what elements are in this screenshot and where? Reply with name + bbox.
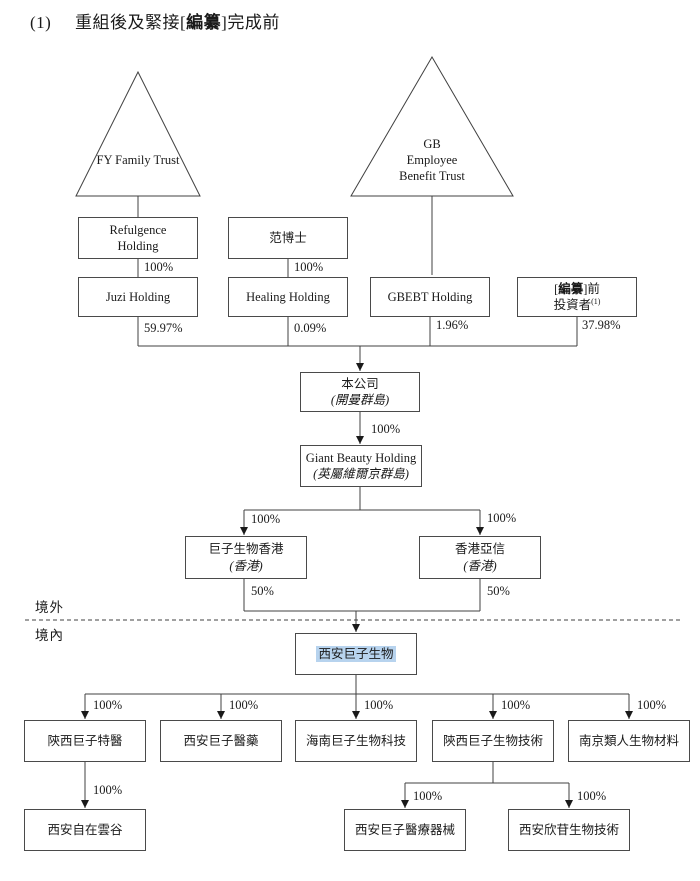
node-shaanxi-juzi-biotech: 陝西巨子生物技術: [432, 720, 554, 762]
pct-teyi-yungu: 100%: [93, 783, 123, 797]
node-hk-yaxin: 香港亞信 (香港): [419, 536, 541, 579]
node-juzi-holding: Juzi Holding: [78, 277, 198, 317]
node-the-company: 本公司 (開曼群島): [300, 372, 420, 412]
pct-sub-hainan: 100%: [364, 698, 394, 712]
node-refulgence-holding: Refulgence Holding: [78, 217, 198, 259]
pct-sub-yiyao: 100%: [229, 698, 259, 712]
pct-healing-holding: 0.09%: [294, 321, 327, 335]
node-pre-investors: [編纂]前 投資者(1): [517, 277, 637, 317]
pct-giant-hkyaxin: 100%: [487, 511, 517, 525]
node-juzi-biotech-hk: 巨子生物香港 (香港): [185, 536, 307, 579]
redacted-tag: 編纂: [558, 281, 584, 296]
region-label-onshore: 境內: [35, 628, 64, 643]
region-label-offshore: 境外: [35, 600, 64, 615]
pct-tech-xingan: 100%: [577, 789, 607, 803]
node-hainan-juzi-biotech: 海南巨子生物科技: [295, 720, 417, 762]
pct-juzi-holding: 59.97%: [144, 321, 183, 335]
node-gb-employee-benefit-trust: GB Employee Benefit Trust: [399, 137, 465, 183]
pct-sub-tech: 100%: [501, 698, 531, 712]
node-xian-juzi-biotech: 西安巨子生物: [295, 633, 417, 675]
highlighted-text: 西安巨子生物: [316, 645, 396, 663]
pct-refulgence-juzi: 100%: [144, 260, 174, 274]
node-xian-zizai-yungu: 西安自在雲谷: [24, 809, 146, 851]
fy-trust-triangle: [75, 70, 201, 197]
pct-gbebt-holding: 1.96%: [436, 318, 469, 332]
redacted-tag: 編纂: [186, 13, 222, 32]
node-xian-juzi-medical-devices: 西安巨子醫療器械: [344, 809, 466, 851]
footnote-marker: (1): [591, 296, 601, 306]
node-xian-xingan-biotech: 西安欣苷生物技術: [508, 809, 630, 851]
node-healing-holding: Healing Holding: [228, 277, 348, 317]
node-dr-fan: 范博士: [228, 217, 348, 259]
pct-company-giant: 100%: [371, 422, 401, 436]
node-fy-family-trust: FY Family Trust: [96, 153, 180, 167]
node-xian-juzi-pharma: 西安巨子醫藥: [160, 720, 282, 762]
node-nanjing-leiren-biomaterial: 南京類人生物材料: [568, 720, 690, 762]
node-shaanxi-juzi-teyi: 陝西巨子特醫: [24, 720, 146, 762]
pct-pre-investors: 37.98%: [582, 318, 621, 332]
pct-sub-nanjing: 100%: [637, 698, 667, 712]
section-number: (1): [30, 13, 52, 32]
node-giant-beauty-holding: Giant Beauty Holding (英屬維爾京群島): [300, 445, 422, 487]
pct-fan-healing: 100%: [294, 260, 324, 274]
pct-tech-medical: 100%: [413, 789, 443, 803]
section-heading: (1)重組後及緊接[編纂]完成前: [30, 13, 280, 32]
pct-juzihk-xian: 50%: [251, 584, 274, 598]
node-gbebt-holding: GBEBT Holding: [370, 277, 490, 317]
pct-giant-juzihk: 100%: [251, 512, 281, 526]
pct-hkyaxin-xian: 50%: [487, 584, 510, 598]
pct-sub-teyi: 100%: [93, 698, 123, 712]
